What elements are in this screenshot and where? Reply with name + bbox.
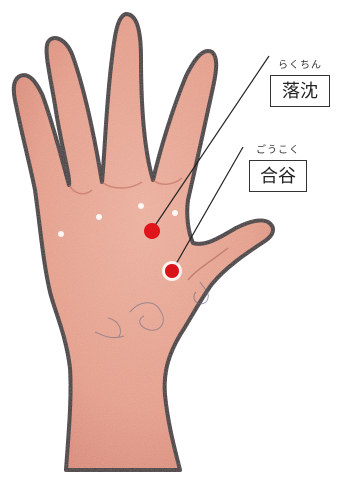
point-marker-goukoku	[165, 264, 179, 278]
label-goukoku: ごうこく 合谷	[249, 160, 307, 192]
label-rakuchin: らくちん 落沈	[270, 75, 330, 107]
name-rakuchin: 落沈	[271, 81, 329, 103]
reading-rakuchin: らくちん	[271, 61, 329, 71]
highlight-dot	[96, 214, 102, 220]
highlight-dot	[58, 231, 64, 237]
hand-shape	[14, 14, 273, 470]
highlight-dot	[138, 203, 144, 209]
highlight-dot	[172, 210, 178, 216]
point-marker-rakuchin	[144, 223, 160, 239]
name-goukoku: 合谷	[250, 166, 306, 188]
reading-goukoku: ごうこく	[250, 146, 306, 156]
